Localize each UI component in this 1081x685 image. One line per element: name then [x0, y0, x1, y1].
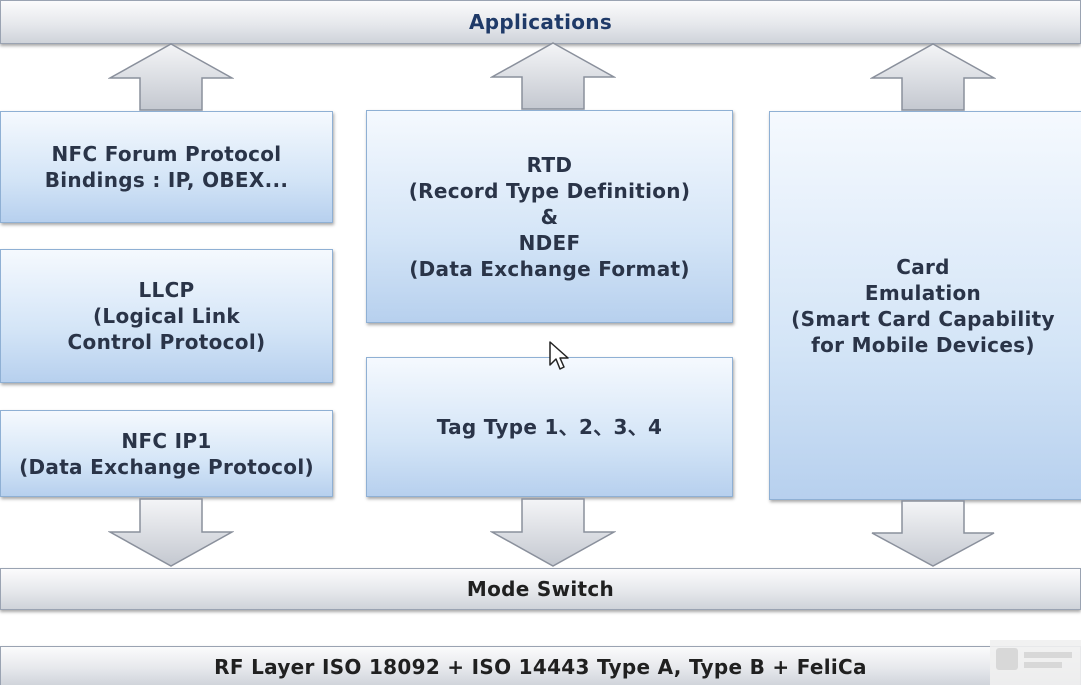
nfc-ip1-box: NFC IP1 (Data Exchange Protocol) [0, 410, 333, 497]
rf-layer-bar: RF Layer ISO 18092 + ISO 14443 Type A, T… [0, 646, 1081, 685]
tag-type-box: Tag Type 1、2、3、4 [366, 357, 733, 497]
arrow-up-icon [870, 43, 996, 111]
box-line: (Logical Link [92, 304, 240, 328]
applications-label: Applications [468, 10, 613, 34]
box-line: & [540, 204, 559, 229]
box-line: NFC IP1 [121, 428, 212, 453]
box-line: NDEF [518, 230, 581, 255]
mode-switch-label: Mode Switch [466, 577, 615, 601]
box-line: Bindings : IP, OBEX... [44, 168, 289, 192]
box-line: LLCP [138, 278, 195, 302]
box-line: Tag Type 1、2、3、4 [436, 415, 663, 439]
box-line: (Smart Card Capability [791, 306, 1055, 331]
arrow-down-icon [490, 498, 616, 568]
box-line: Emulation [864, 280, 982, 305]
mouse-cursor-icon [549, 341, 569, 375]
box-line: NFC Forum Protocol [51, 142, 282, 166]
box-line: Card [896, 254, 950, 279]
rf-layer-label: RF Layer ISO 18092 + ISO 14443 Type A, T… [214, 654, 867, 679]
nfc-forum-protocol-bindings-box: NFC Forum Protocol Bindings : IP, OBEX..… [0, 111, 333, 223]
box-line: Control Protocol) [67, 330, 266, 354]
card-emulation-box: Card Emulation (Smart Card Capability fo… [769, 111, 1081, 500]
rtd-ndef-box: RTD (Record Type Definition) & NDEF (Dat… [366, 110, 733, 323]
arrow-up-icon [490, 42, 616, 110]
applications-bar: Applications [0, 0, 1081, 44]
arrow-up-icon [108, 43, 234, 111]
box-line: (Data Exchange Format) [409, 256, 690, 281]
spellcheck-squiggle [824, 679, 900, 685]
mode-switch-bar: Mode Switch [0, 568, 1081, 610]
box-line: (Data Exchange Protocol) [19, 454, 314, 479]
arrow-down-icon [870, 500, 996, 568]
watermark-blur [990, 640, 1081, 685]
arrow-down-icon [108, 498, 234, 568]
llcp-box: LLCP (Logical Link Control Protocol) [0, 249, 333, 383]
box-line: (Record Type Definition) [408, 178, 691, 203]
box-line: for Mobile Devices) [811, 332, 1035, 357]
box-line: RTD [526, 152, 573, 177]
